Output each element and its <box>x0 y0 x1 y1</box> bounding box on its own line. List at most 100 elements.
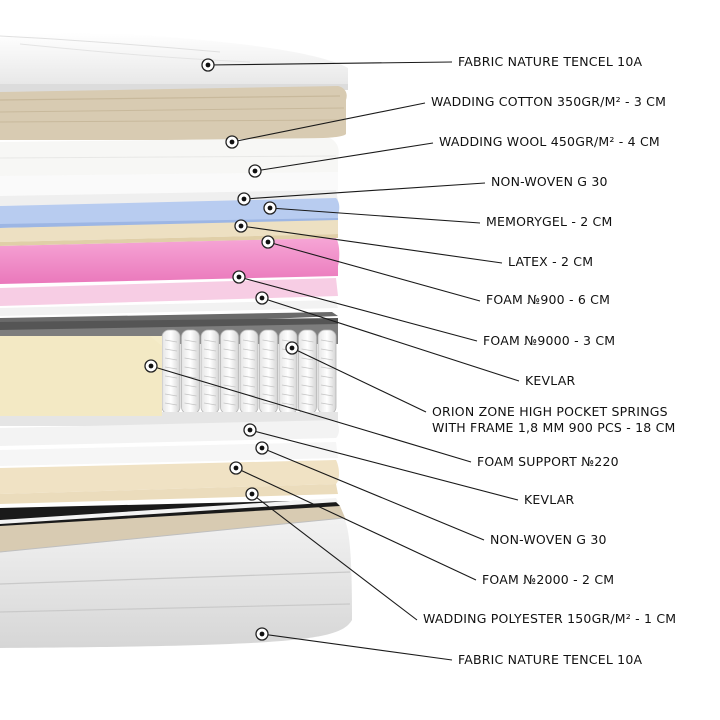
spring-coil <box>281 384 295 388</box>
label-wadding-polyester: WADDING POLYESTER 150GR/M² - 1 CM <box>423 611 676 626</box>
label-fabric-tencel-bottom: FABRIC NATURE TENCEL 10A <box>458 652 642 667</box>
layer-pocket-springs <box>0 312 338 426</box>
spring-coil <box>203 348 217 352</box>
leader-line <box>249 429 519 501</box>
spring-coil <box>164 339 178 343</box>
leader-lines <box>150 61 520 661</box>
leader-line <box>251 493 418 621</box>
leader-line <box>240 225 503 264</box>
spring-coil <box>184 357 197 361</box>
spring-coil <box>242 366 256 370</box>
leader-line <box>269 207 481 224</box>
spring-coil <box>203 366 217 370</box>
spring-coil <box>184 393 197 397</box>
marker-dot <box>259 445 265 451</box>
leader-line <box>261 297 520 382</box>
spring-coil <box>242 348 256 352</box>
label-foam-900: FOAM №900 - 6 CM <box>486 292 610 307</box>
spring-pocket <box>317 329 337 415</box>
spring-coil <box>164 402 178 406</box>
spring-coil <box>184 384 197 388</box>
spring-coil <box>262 348 275 352</box>
spring-coil <box>242 375 256 379</box>
spring-coil <box>242 402 256 406</box>
spring-coil <box>320 348 334 352</box>
spring-coil <box>320 384 334 388</box>
spring-coil <box>223 375 236 379</box>
spring-coil <box>301 393 314 397</box>
label-non-woven-top: NON-WOVEN G 30 <box>491 174 608 189</box>
label-foam-support: FOAM SUPPORT №220 <box>477 454 619 469</box>
layer-non-woven-top <box>0 190 338 206</box>
spring-coil <box>164 384 178 388</box>
spring-coil <box>164 366 178 370</box>
spring-coil <box>262 402 275 406</box>
spring-coil <box>320 366 334 370</box>
spring-pocket <box>239 329 259 415</box>
spring-coil <box>320 393 334 397</box>
spring-coil <box>223 402 236 406</box>
spring-coil <box>203 339 217 343</box>
marker-dot <box>233 465 239 471</box>
spring-coil <box>281 357 295 361</box>
label-pocket-springs-line1: ORION ZONE HIGH POCKET SPRINGS <box>432 404 668 419</box>
spring-coil <box>262 357 275 361</box>
label-foam-9000: FOAM №9000 - 3 CM <box>483 333 615 348</box>
leader-line <box>150 365 472 463</box>
marker-dot <box>289 345 295 351</box>
spring-coil <box>223 384 236 388</box>
spring-coil <box>262 339 275 343</box>
marker-dot <box>267 205 273 211</box>
spring-coil <box>262 366 275 370</box>
marker-dot <box>265 239 271 245</box>
label-pocket-springs-line2: WITH FRAME 1,8 MM 900 PCS - 18 CM <box>432 420 676 435</box>
spring-coil <box>320 357 334 361</box>
spring-pocket <box>200 329 220 415</box>
spring-coil <box>281 375 295 379</box>
spring-coil <box>242 357 256 361</box>
spring-coil <box>184 348 197 352</box>
leader-line <box>261 447 485 541</box>
spring-coil <box>223 339 236 343</box>
layer-labels: FABRIC NATURE TENCEL 10A WADDING COTTON … <box>423 54 676 667</box>
spring-coil <box>223 393 236 397</box>
spring-coil <box>242 384 256 388</box>
spring-coil <box>262 384 275 388</box>
spring-coil <box>164 375 178 379</box>
spring-coil <box>203 393 217 397</box>
spring-coil <box>281 393 295 397</box>
spring-coil <box>164 348 178 352</box>
leader-line <box>238 276 478 342</box>
spring-coil <box>320 339 334 343</box>
layer-latex <box>0 220 338 246</box>
layer-foam-900 <box>0 238 340 284</box>
leader-line <box>261 633 453 661</box>
label-foam-2000: FOAM №2000 - 2 CM <box>482 572 614 587</box>
spring-coil <box>223 348 236 352</box>
marker-dot <box>252 168 258 174</box>
spring-coil <box>184 366 197 370</box>
label-latex: LATEX - 2 CM <box>508 254 593 269</box>
spring-pocket <box>220 329 239 415</box>
layer-fabric-tencel-top <box>0 32 348 92</box>
spring-coil <box>203 402 217 406</box>
layer-foam-2000 <box>0 460 339 504</box>
spring-coil <box>203 375 217 379</box>
spring-coil <box>301 348 314 352</box>
marker-dot <box>259 295 265 301</box>
spring-coil <box>301 339 314 343</box>
marker-dot <box>241 196 247 202</box>
spring-coil <box>184 339 197 343</box>
spring-coil <box>301 375 314 379</box>
spring-coil <box>281 402 295 406</box>
leader-line <box>235 467 477 581</box>
label-kevlar-bottom: KEVLAR <box>524 492 574 507</box>
layer-memorygel <box>0 198 340 228</box>
spring-coil <box>203 357 217 361</box>
label-wadding-wool: WADDING WOOL 450GR/M² - 4 CM <box>439 134 660 149</box>
spring-coil <box>203 384 217 388</box>
marker-dot <box>249 491 255 497</box>
marker-dot <box>247 427 253 433</box>
layer-wadding-wool <box>0 138 339 197</box>
